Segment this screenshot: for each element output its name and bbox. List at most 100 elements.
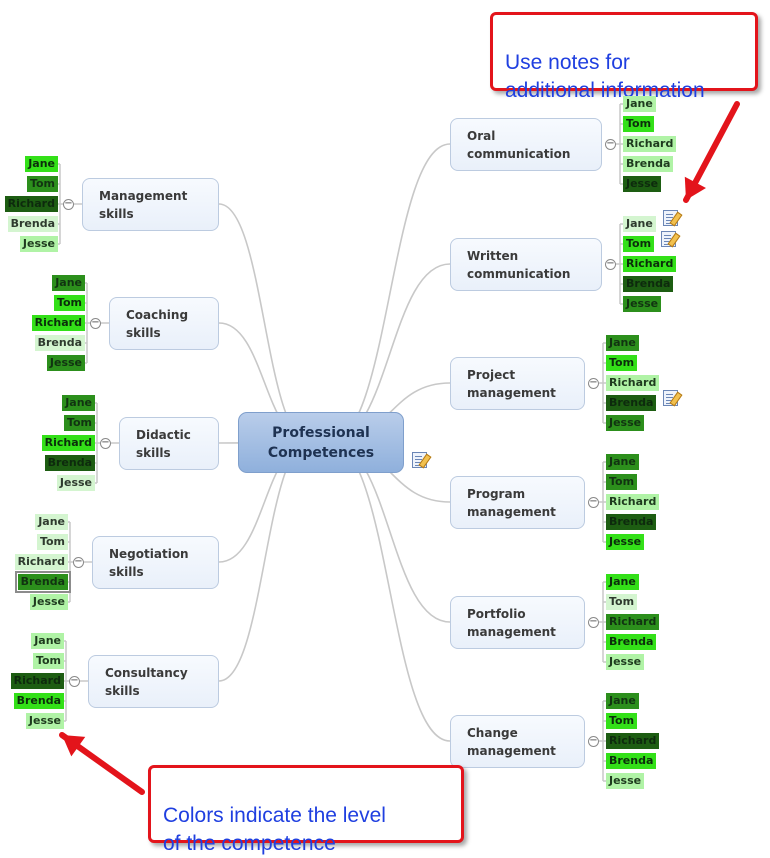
arrow-head <box>684 176 706 200</box>
callout-notes-text: Use notes for additional information <box>505 51 705 102</box>
person-brenda[interactable]: Brenda <box>606 753 657 769</box>
person-tom[interactable]: Tom <box>623 116 655 132</box>
topic-label: Coaching skills <box>126 307 189 340</box>
person-richard[interactable]: Richard <box>4 196 58 212</box>
branch-line <box>218 441 311 682</box>
topic-negotiation-skills[interactable]: Negotiation skills <box>92 536 219 589</box>
person-richard[interactable]: Richard <box>606 375 660 391</box>
person-brenda[interactable]: Brenda <box>44 455 95 471</box>
callout-colors: Colors indicate the level of the compete… <box>148 765 464 855</box>
person-jesse[interactable]: Jesse <box>29 594 68 610</box>
person-richard[interactable]: Richard <box>606 614 660 630</box>
person-jesse[interactable]: Jesse <box>606 415 645 431</box>
person-richard[interactable]: Richard <box>623 136 677 152</box>
collapse-icon[interactable]: − <box>588 377 599 389</box>
person-jane[interactable]: Jane <box>52 275 85 291</box>
person-jesse[interactable]: Jesse <box>25 713 64 729</box>
person-jesse[interactable]: Jesse <box>19 236 58 252</box>
person-jane[interactable]: Jane <box>606 335 639 351</box>
person-jesse[interactable]: Jesse <box>623 296 662 312</box>
branch-line <box>329 441 451 742</box>
person-richard[interactable]: Richard <box>606 733 660 749</box>
person-brenda[interactable]: Brenda <box>623 276 674 292</box>
person-brenda[interactable]: Brenda <box>13 693 64 709</box>
person-brenda[interactable]: Brenda <box>606 634 657 650</box>
person-brenda[interactable]: Brenda <box>623 156 674 172</box>
person-jesse[interactable]: Jesse <box>56 475 95 491</box>
person-richard[interactable]: Richard <box>623 256 677 272</box>
topic-written-communication[interactable]: Written communication <box>450 238 602 291</box>
person-jane[interactable]: Jane <box>25 156 58 172</box>
person-richard[interactable]: Richard <box>31 315 85 331</box>
person-brenda[interactable]: Brenda <box>34 335 85 351</box>
topic-label: Portfolio management <box>467 606 556 639</box>
person-jesse[interactable]: Jesse <box>46 355 85 371</box>
topic-consultancy-skills[interactable]: Consultancy skills <box>88 655 219 708</box>
person-jane[interactable]: Jane <box>35 514 68 530</box>
topic-label: Oral communication <box>467 128 571 161</box>
topic-label: Change management <box>467 725 556 758</box>
topic-management-skills[interactable]: Management skills <box>82 178 219 231</box>
person-tom[interactable]: Tom <box>32 653 64 669</box>
topic-project-management[interactable]: Project management <box>450 357 585 410</box>
person-jane[interactable]: Jane <box>606 693 639 709</box>
person-jane[interactable]: Jane <box>623 216 656 232</box>
person-brenda[interactable]: Brenda <box>14 571 72 593</box>
person-tom[interactable]: Tom <box>53 295 85 311</box>
person-tom[interactable]: Tom <box>606 713 638 729</box>
person-tom[interactable]: Tom <box>606 355 638 371</box>
topic-label: Negotiation skills <box>109 546 189 579</box>
person-jane[interactable]: Jane <box>623 96 656 112</box>
topic-portfolio-management[interactable]: Portfolio management <box>450 596 585 649</box>
person-jesse[interactable]: Jesse <box>606 654 645 670</box>
collapse-icon[interactable]: − <box>73 556 84 568</box>
person-tom[interactable]: Tom <box>63 415 95 431</box>
arrow-head <box>62 735 86 757</box>
note-icon[interactable] <box>661 231 676 247</box>
person-richard[interactable]: Richard <box>10 673 64 689</box>
topic-label: Management skills <box>99 188 188 221</box>
topic-label: Written communication <box>467 248 571 281</box>
collapse-icon[interactable]: − <box>588 735 599 747</box>
collapse-icon[interactable]: − <box>588 616 599 628</box>
callout-colors-text: Colors indicate the level of the compete… <box>163 804 386 855</box>
topic-program-management[interactable]: Program management <box>450 476 585 529</box>
topic-label: Didactic skills <box>136 427 191 460</box>
topic-coaching-skills[interactable]: Coaching skills <box>109 297 219 350</box>
person-jesse[interactable]: Jesse <box>623 176 662 192</box>
topic-change-management[interactable]: Change management <box>450 715 585 768</box>
person-tom[interactable]: Tom <box>606 474 638 490</box>
topic-label: Consultancy skills <box>105 665 188 698</box>
collapse-icon[interactable]: − <box>605 258 616 270</box>
collapse-icon[interactable]: − <box>90 317 101 329</box>
collapse-icon[interactable]: − <box>588 496 599 508</box>
person-jane[interactable]: Jane <box>31 633 64 649</box>
person-jane[interactable]: Jane <box>62 395 95 411</box>
person-tom[interactable]: Tom <box>36 534 68 550</box>
collapse-icon[interactable]: − <box>69 675 80 687</box>
person-richard[interactable]: Richard <box>41 435 95 451</box>
person-richard[interactable]: Richard <box>14 554 68 570</box>
collapse-icon[interactable]: − <box>100 437 111 449</box>
topic-didactic-skills[interactable]: Didactic skills <box>119 417 219 470</box>
person-jesse[interactable]: Jesse <box>606 773 645 789</box>
person-jane[interactable]: Jane <box>606 574 639 590</box>
central-topic[interactable]: Professional Competences <box>238 412 404 473</box>
person-jesse[interactable]: Jesse <box>606 534 645 550</box>
person-tom[interactable]: Tom <box>623 236 655 252</box>
note-icon[interactable] <box>663 390 678 406</box>
topic-oral-communication[interactable]: Oral communication <box>450 118 602 171</box>
person-richard[interactable]: Richard <box>606 494 660 510</box>
note-icon[interactable] <box>663 210 678 226</box>
person-jane[interactable]: Jane <box>606 454 639 470</box>
person-tom[interactable]: Tom <box>26 176 58 192</box>
person-brenda[interactable]: Brenda <box>606 514 657 530</box>
person-brenda[interactable]: Brenda <box>606 395 657 411</box>
collapse-icon[interactable]: − <box>63 198 74 210</box>
person-brenda[interactable]: Brenda <box>7 216 58 232</box>
note-icon[interactable] <box>412 452 427 468</box>
topic-label: Project management <box>467 367 556 400</box>
person-tom[interactable]: Tom <box>606 594 638 610</box>
collapse-icon[interactable]: − <box>605 138 616 150</box>
